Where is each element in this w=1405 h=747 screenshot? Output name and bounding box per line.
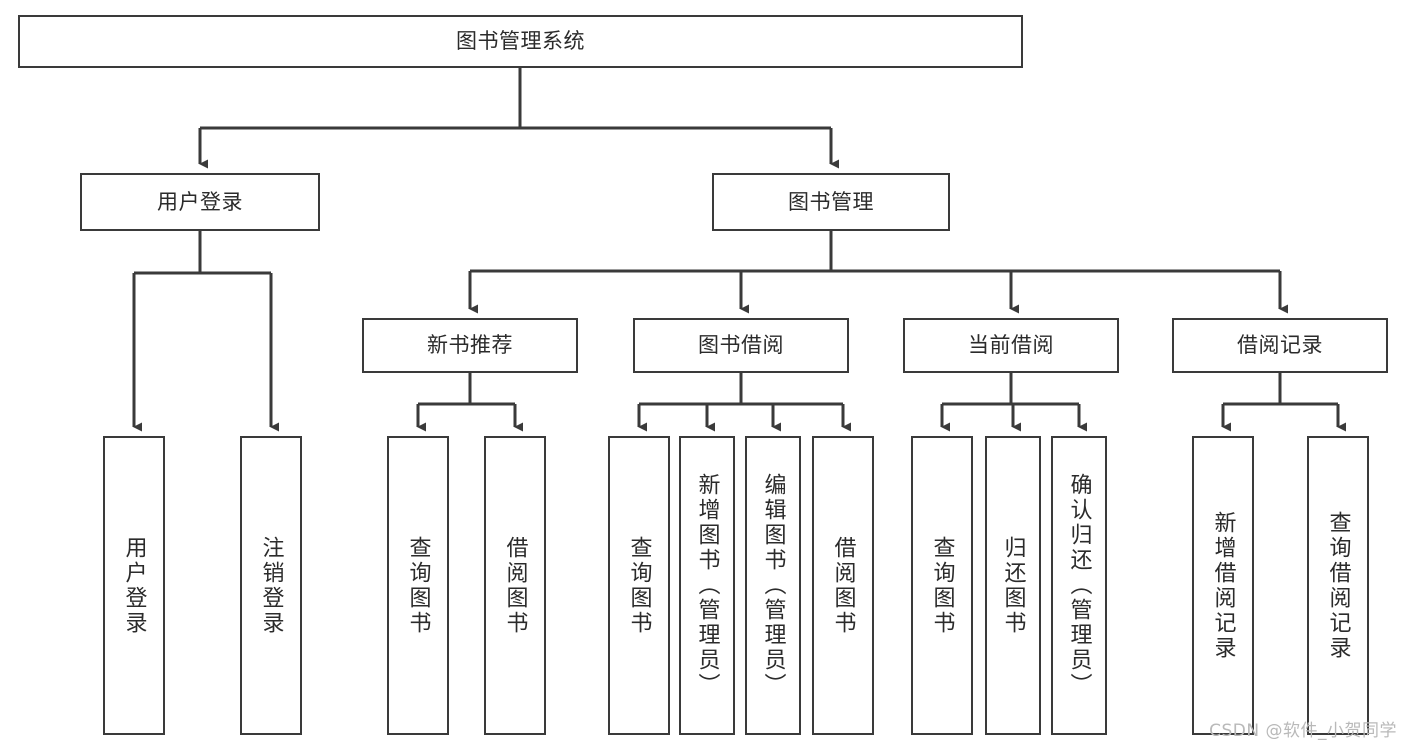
leaf-node-label: 查询图书 xyxy=(405,535,431,636)
leaf-node-label: 查询图书 xyxy=(626,535,652,636)
leaf-node-query-book-current[interactable]: 查询图书 xyxy=(911,436,973,735)
leaf-node-label: 编辑图书（管理员） xyxy=(760,473,786,698)
node-book-borrow[interactable]: 图书借阅 xyxy=(633,318,849,373)
csdn-watermark: CSDN @软件_小贺同学 xyxy=(1209,721,1397,741)
node-book-borrow-label: 图书借阅 xyxy=(698,333,784,357)
leaf-node-label: 查询借阅记录 xyxy=(1325,510,1351,661)
leaf-node-add-book-admin[interactable]: 新增图书（管理员） xyxy=(679,436,735,735)
leaf-node-confirm-return-admin[interactable]: 确认归还（管理员） xyxy=(1051,436,1107,735)
node-borrow-record-label: 借阅记录 xyxy=(1237,333,1323,357)
leaf-node-label: 归还图书 xyxy=(1000,535,1026,636)
leaf-node-query-borrow-record[interactable]: 查询借阅记录 xyxy=(1307,436,1369,735)
leaf-node-borrow-book[interactable]: 借阅图书 xyxy=(812,436,874,735)
node-book-manage[interactable]: 图书管理 xyxy=(712,173,950,231)
leaf-node-return-book[interactable]: 归还图书 xyxy=(985,436,1041,735)
node-new-book-recommend[interactable]: 新书推荐 xyxy=(362,318,578,373)
node-borrow-record[interactable]: 借阅记录 xyxy=(1172,318,1388,373)
leaf-node-label: 用户登录 xyxy=(121,535,147,636)
node-new-book-recommend-label: 新书推荐 xyxy=(427,333,513,357)
leaf-node-label: 借阅图书 xyxy=(502,535,528,636)
leaf-node-label: 注销登录 xyxy=(258,535,284,636)
leaf-node-borrow-book-recommend[interactable]: 借阅图书 xyxy=(484,436,546,735)
node-book-manage-label: 图书管理 xyxy=(788,189,874,214)
leaf-node-user-logout[interactable]: 注销登录 xyxy=(240,436,302,735)
leaf-node-label: 确认归还（管理员） xyxy=(1066,473,1092,698)
leaf-node-label: 查询图书 xyxy=(929,535,955,636)
node-root-label: 图书管理系统 xyxy=(456,29,585,53)
node-user-login-label: 用户登录 xyxy=(157,189,243,214)
leaf-node-query-book-recommend[interactable]: 查询图书 xyxy=(387,436,449,735)
leaf-node-query-book-borrow[interactable]: 查询图书 xyxy=(608,436,670,735)
leaf-node-label: 新增图书（管理员） xyxy=(694,473,720,698)
node-current-borrow[interactable]: 当前借阅 xyxy=(903,318,1119,373)
leaf-node-label: 新增借阅记录 xyxy=(1210,510,1236,661)
leaf-node-add-borrow-record[interactable]: 新增借阅记录 xyxy=(1192,436,1254,735)
node-current-borrow-label: 当前借阅 xyxy=(968,333,1054,357)
node-user-login[interactable]: 用户登录 xyxy=(80,173,320,231)
node-root-system[interactable]: 图书管理系统 xyxy=(18,15,1023,68)
leaf-node-user-login[interactable]: 用户登录 xyxy=(103,436,165,735)
leaf-node-label: 借阅图书 xyxy=(830,535,856,636)
leaf-node-edit-book-admin[interactable]: 编辑图书（管理员） xyxy=(745,436,801,735)
